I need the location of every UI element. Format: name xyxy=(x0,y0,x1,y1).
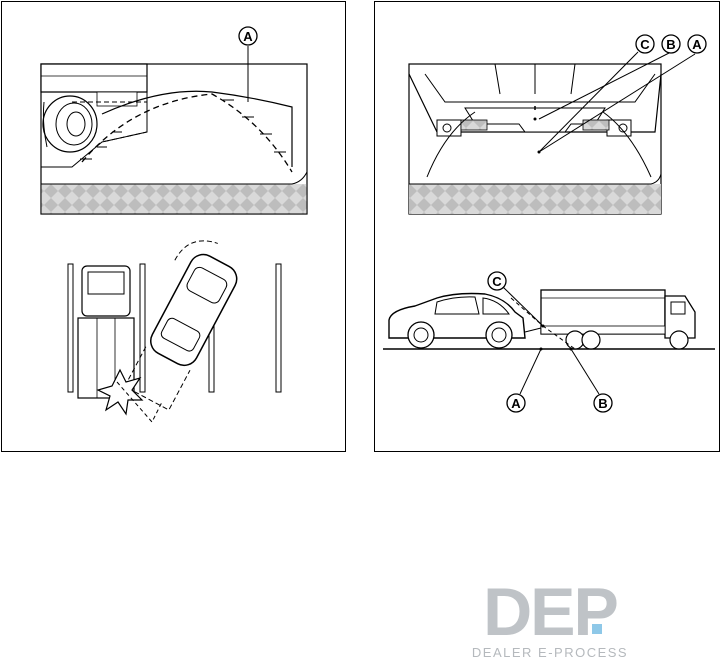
dep-logo-svg: DEP DEALER E-PROCESS xyxy=(440,580,660,660)
dep-logo-letters: DEP xyxy=(483,574,617,650)
left-diagram-svg: A xyxy=(2,2,347,453)
ground-hatch xyxy=(41,184,307,214)
callout-a-label: A xyxy=(243,29,253,44)
left-diagram-panel: A xyxy=(1,1,346,452)
suv-side xyxy=(389,294,525,349)
callout-b-label-bottom: B xyxy=(598,396,607,411)
right-monitor-view: C B A xyxy=(409,35,706,214)
truck-body xyxy=(41,64,147,92)
right-diagram-panel: C B A xyxy=(374,1,720,452)
right-diagram-svg: C B A xyxy=(375,2,721,453)
side-view-scene: C A B xyxy=(383,272,715,412)
dep-logo-subtitle: DEALER E-PROCESS xyxy=(472,645,628,660)
dep-watermark-logo: DEP DEALER E-PROCESS xyxy=(440,580,660,660)
callout-a-label-bottom: A xyxy=(511,396,521,411)
parking-lot-overhead xyxy=(68,229,281,422)
dep-logo-accent xyxy=(592,624,602,634)
parked-truck xyxy=(78,266,134,398)
left-monitor-view: A xyxy=(41,27,307,214)
truck-side xyxy=(541,290,695,349)
callout-b-label-top: B xyxy=(666,37,675,52)
callout-a-label-top: A xyxy=(692,37,702,52)
ground-hatch xyxy=(409,184,661,214)
callout-c-label-top: C xyxy=(640,37,650,52)
callout-c-label-bottom: C xyxy=(492,274,502,289)
